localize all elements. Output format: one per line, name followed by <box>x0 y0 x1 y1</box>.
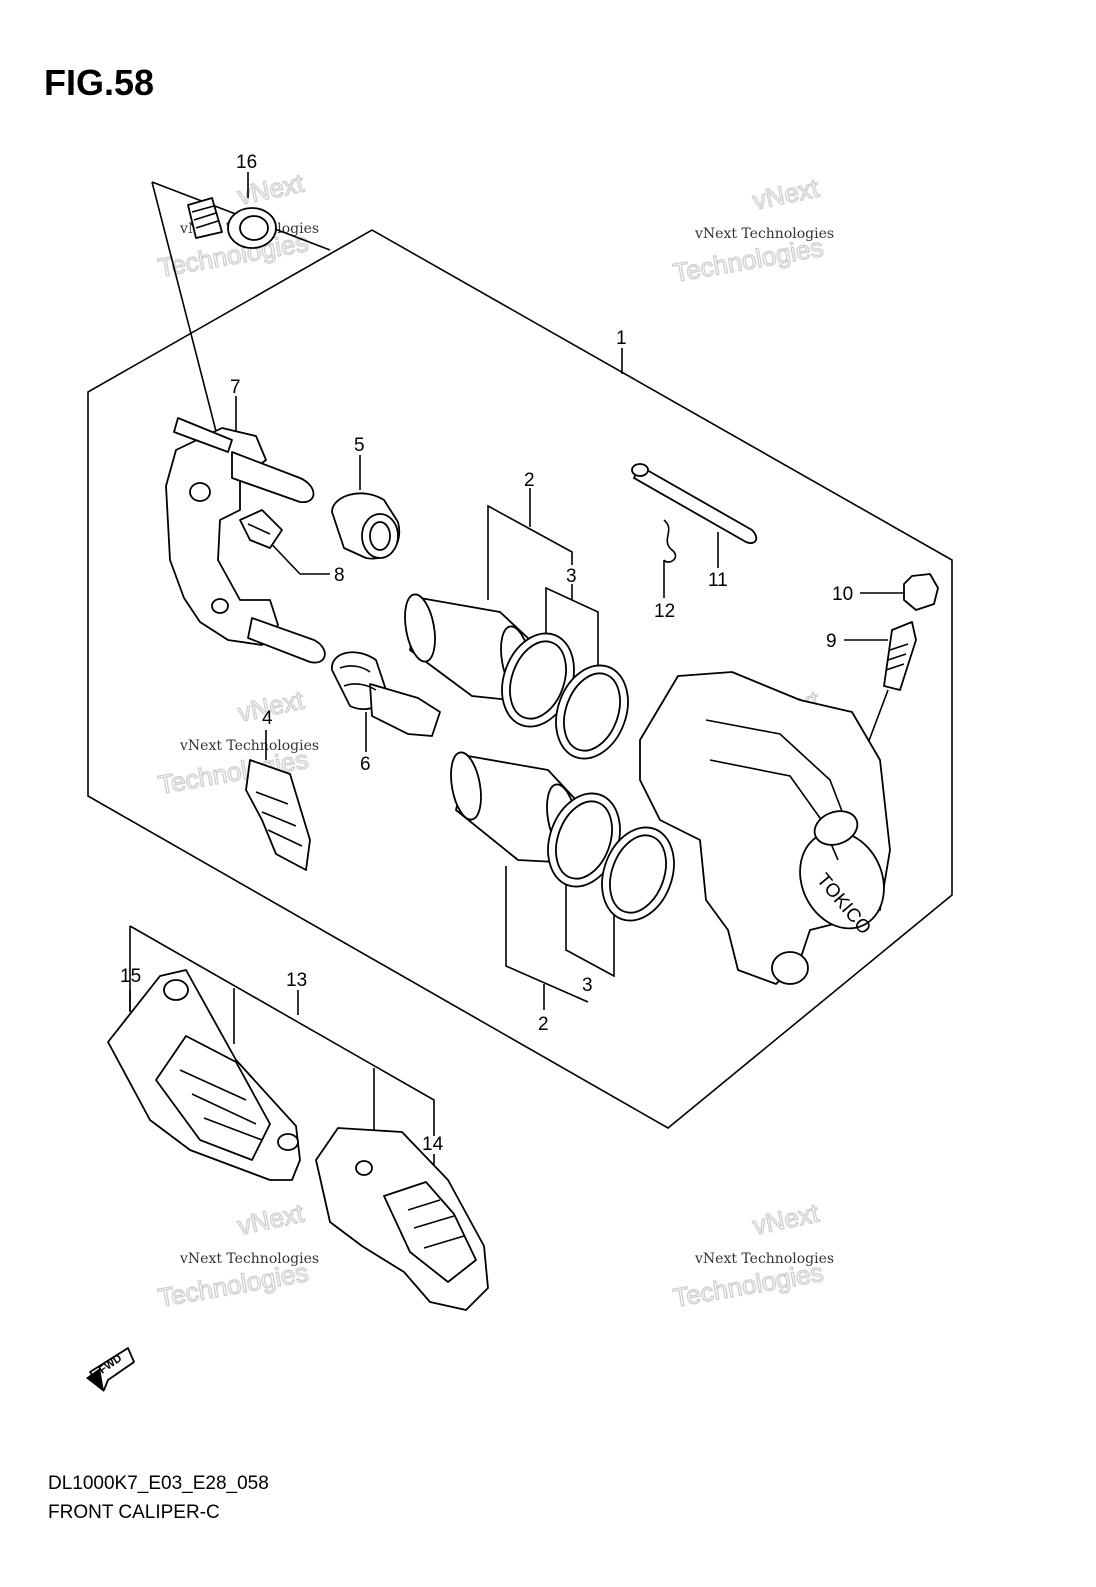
leader-lines <box>129 172 904 1180</box>
svg-text:vNext: vNext <box>235 168 307 211</box>
callout-2-bottom: 2 <box>538 1014 549 1035</box>
callout-10: 10 <box>832 584 853 605</box>
callout-15: 15 <box>120 966 141 987</box>
svg-text:vNext Technologies: vNext Technologies <box>694 1251 834 1267</box>
part-6-pin <box>331 651 441 737</box>
part-10-cap <box>903 573 939 611</box>
callout-5: 5 <box>354 435 365 456</box>
callout-16: 16 <box>236 152 257 173</box>
callout-3-top: 3 <box>566 566 577 587</box>
callout-7: 7 <box>230 377 241 398</box>
part-12-clip <box>663 519 677 563</box>
callout-6: 6 <box>360 754 371 775</box>
svg-text:vNext Technologies: vNext Technologies <box>179 1251 319 1267</box>
callout-13: 13 <box>286 970 307 991</box>
part-3-seals-upper <box>501 632 629 760</box>
part-9-bleeder <box>883 621 917 691</box>
part-14-brake-pad <box>315 1127 489 1311</box>
part-4-spring <box>245 759 311 871</box>
svg-text:vNext: vNext <box>235 1198 307 1241</box>
part-11-pad-pin <box>631 463 758 544</box>
part-5-boot <box>331 492 401 560</box>
callout-12: 12 <box>654 601 675 622</box>
figure-title: FIG.58 <box>44 62 155 103</box>
watermark-top-right: vNext vNext Technologies Technologies <box>670 172 834 289</box>
callout-2-top: 2 <box>524 470 535 491</box>
callout-3-bottom: 3 <box>582 975 593 996</box>
callout-1: 1 <box>616 328 627 349</box>
fwd-arrow-icon: FWD <box>86 1347 135 1392</box>
svg-text:vNext: vNext <box>750 1198 822 1241</box>
watermark-bottom-right: vNext vNext Technologies Technologies <box>670 1197 834 1314</box>
callout-8: 8 <box>334 565 345 586</box>
watermark-mid-left: vNext vNext Technologies Technologies <box>155 684 319 801</box>
callout-11: 11 <box>708 570 728 591</box>
caliper-body: TOKICO <box>639 671 891 985</box>
footer-model-code: DL1000K7_E03_E28_058 <box>48 1473 269 1494</box>
footer-section-name: FRONT CALIPER-C <box>48 1502 220 1523</box>
part-16-bolt <box>187 197 277 249</box>
svg-text:vNext: vNext <box>750 173 822 216</box>
callout-4: 4 <box>262 708 273 729</box>
part-7-bracket <box>165 417 326 664</box>
callout-9: 9 <box>826 631 837 652</box>
svg-text:vNext Technologies: vNext Technologies <box>179 738 319 754</box>
callout-14: 14 <box>422 1134 444 1155</box>
watermark-bottom-left: vNext vNext Technologies Technologies <box>155 1197 319 1314</box>
watermark-group: vNext vNext Technologies Technologies vN… <box>155 167 834 1314</box>
assembly-outline <box>87 229 953 1129</box>
part-15-brake-pad <box>107 969 301 1181</box>
part-3-seals-lower <box>547 792 675 922</box>
callout-labels: 1 2 2 3 3 4 5 6 7 8 9 10 11 12 13 14 15 … <box>120 152 853 1155</box>
part-8-clip <box>239 509 283 549</box>
svg-text:vNext Technologies: vNext Technologies <box>694 226 834 242</box>
